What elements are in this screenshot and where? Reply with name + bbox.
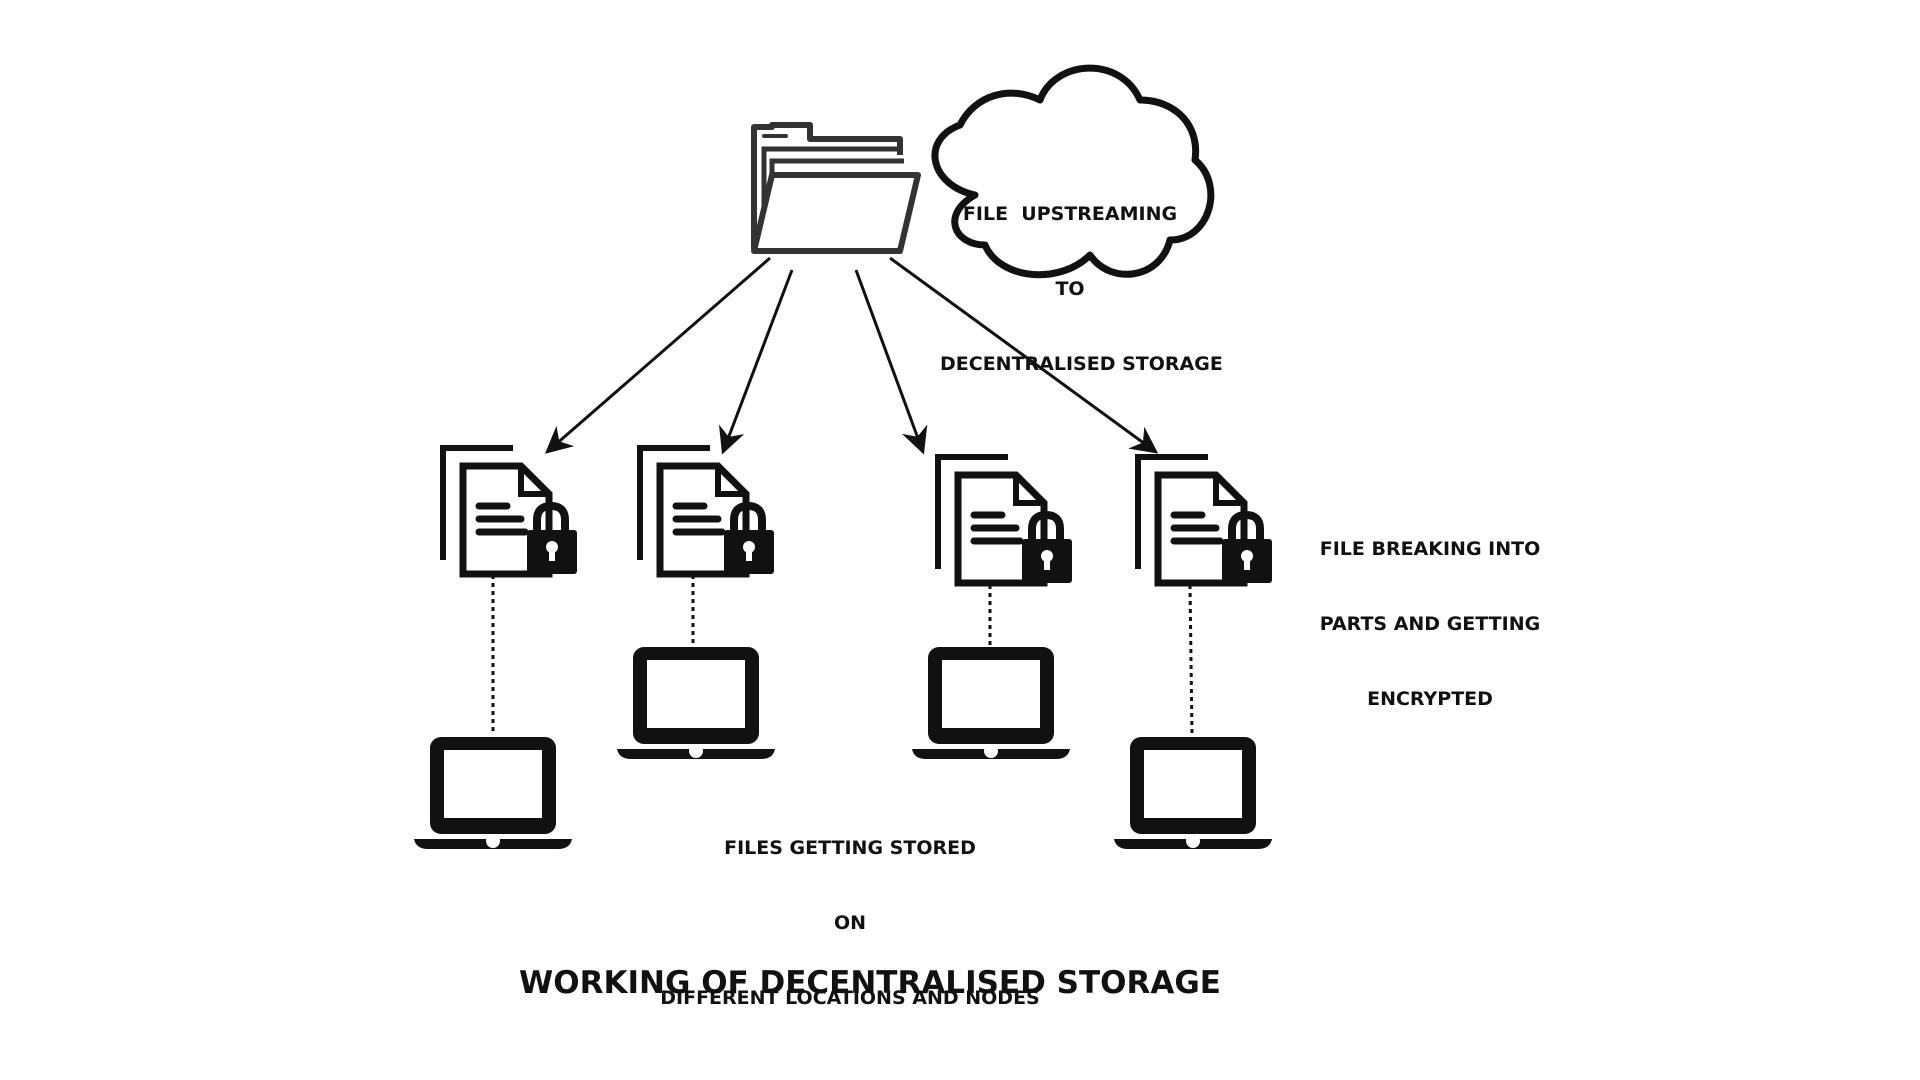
- arrow-to-fragment-2: [718, 269, 794, 455]
- node-laptop-1: [414, 737, 572, 849]
- node-laptop-4: [1114, 737, 1272, 849]
- cloud-icon: [931, 64, 1215, 279]
- split-arrows: [544, 256, 1159, 455]
- encryption-label: FILE BREAKING INTO PARTS AND GETTING ENC…: [1300, 487, 1560, 737]
- cloud-label-line-2: TO: [1055, 278, 1085, 300]
- encrypted-fragment-2: [640, 448, 774, 574]
- arrow-to-fragment-1: [544, 256, 771, 454]
- encryption-label-line-2: PARTS AND GETTING: [1319, 613, 1541, 635]
- cloud-label-line-3: DECENTRALISED STORAGE: [940, 353, 1223, 375]
- encrypted-fragment-1: [443, 448, 577, 574]
- cloud-label-line-1: FILE UPSTREAMING: [962, 203, 1178, 225]
- storage-label-line-1: FILES GETTING STORED: [724, 837, 976, 859]
- node-connectors: [491, 575, 1194, 736]
- cloud-label: FILE UPSTREAMING TO DECENTRALISED STORAG…: [940, 152, 1223, 402]
- diagram-title: WORKING OF DECENTRALISED STORAGE: [519, 965, 1221, 1001]
- connector-4: [1188, 584, 1194, 736]
- encryption-label-line-3: ENCRYPTED: [1367, 688, 1493, 710]
- storage-label-line-2: ON: [833, 912, 867, 934]
- storage-label: FILES GETTING STORED ON DIFFERENT LOCATI…: [660, 786, 1040, 1036]
- node-laptop-2: [617, 647, 775, 759]
- encrypted-fragment-4: [1138, 457, 1272, 583]
- storage-label-line-3: DIFFERENT LOCATIONS AND NODES: [660, 987, 1040, 1009]
- folder-icon: [751, 122, 921, 254]
- node-laptop-3: [912, 647, 1070, 759]
- encryption-label-line-1: FILE BREAKING INTO: [1319, 538, 1541, 560]
- arrow-to-fragment-4: [889, 256, 1159, 454]
- encrypted-fragment-3: [938, 457, 1072, 583]
- arrow-to-fragment-3: [854, 269, 928, 455]
